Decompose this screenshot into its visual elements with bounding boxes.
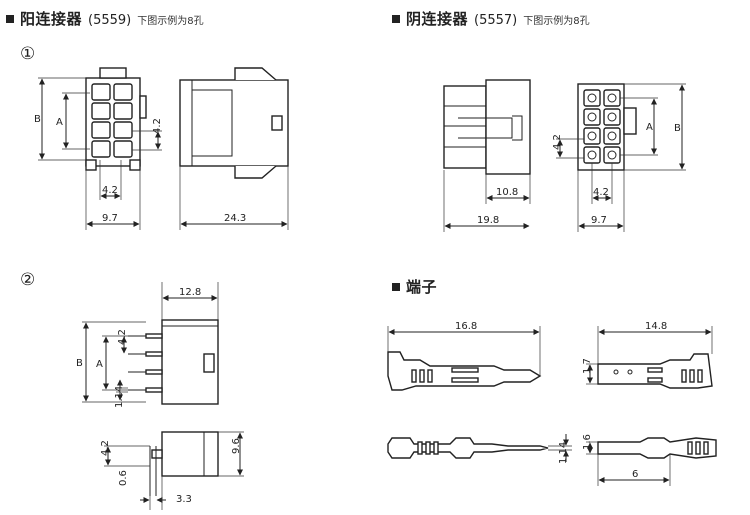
dim-header-A: A [96, 359, 103, 370]
terminal-title: 端子 [406, 278, 438, 296]
female-terminal-side: 14.8 1.7 [582, 321, 713, 389]
marker-two: ② [20, 270, 36, 290]
dim-term-1-7: 1.7 [582, 358, 593, 374]
dim-term-1-14: 1.14 [558, 442, 569, 464]
female-connector-header: 阴连接器 (5557) 下图示例为8孔 [392, 8, 590, 29]
header-end-view: 4.2 0.6 3.3 9.6 [100, 431, 244, 510]
female-terminal-top: 1.6 6 [582, 434, 717, 486]
male-terminal-side: 16.8 [387, 321, 542, 391]
dim-female-B: B [674, 123, 681, 134]
female-side-view: 10.8 19.8 [443, 79, 531, 232]
dim-male-A: A [56, 117, 63, 128]
dim-female-4-2-h: 4.2 [593, 187, 609, 198]
male-terminal-top: 1.14 [387, 434, 572, 464]
dim-header-B: B [76, 358, 83, 369]
female-connector-note: 下图示例为8孔 [523, 16, 590, 27]
dim-male-9-7: 9.7 [102, 213, 118, 224]
dim-male-24-3: 24.3 [224, 213, 246, 224]
male-connector-part: (5559) [88, 13, 132, 28]
male-connector-title: 阳连接器 [20, 10, 83, 28]
male-cavities [91, 83, 133, 158]
female-front-view: 4.2 A B 4.2 9.7 [552, 83, 686, 232]
dim-female-4-2-v: 4.2 [552, 134, 563, 150]
dim-female-9-7: 9.7 [591, 215, 607, 226]
dim-header-4-2b: 4.2 [100, 440, 111, 456]
bullet-square-icon [6, 15, 14, 23]
male-front-view: B A 4.2 4.2 9.7 [34, 67, 163, 230]
terminal-header: 端子 [392, 276, 437, 297]
dim-header-4-2: 4.2 [117, 329, 128, 345]
bullet-square-icon [392, 283, 400, 291]
dim-female-10-8: 10.8 [496, 187, 518, 198]
dim-term-16-8: 16.8 [455, 321, 477, 332]
dim-header-9-6: 9.6 [231, 438, 242, 454]
header-pins [128, 333, 163, 393]
dim-header-12-8: 12.8 [179, 287, 201, 298]
dim-header-1-14: 1.14 [114, 386, 125, 408]
bullet-square-icon [392, 15, 400, 23]
female-connector-title: 阴连接器 [406, 10, 469, 28]
dim-term-1-6: 1.6 [582, 434, 593, 450]
male-side-view: 24.3 [179, 67, 289, 230]
dim-male-4-2-h: 4.2 [102, 185, 118, 196]
dim-female-A: A [646, 122, 653, 133]
dim-header-3-3: 3.3 [176, 494, 192, 505]
dim-female-19-8: 19.8 [477, 215, 499, 226]
female-cavities [583, 89, 621, 164]
marker-one: ① [20, 44, 36, 64]
male-connector-note: 下图示例为8孔 [137, 16, 204, 27]
dim-header-0-6: 0.6 [118, 470, 129, 486]
dim-male-4-2-v: 4.2 [152, 118, 163, 134]
female-connector-part: (5557) [474, 13, 518, 28]
header-side-view: 12.8 B A 4.2 1.14 [76, 282, 219, 408]
dim-male-B: B [34, 114, 41, 125]
dim-term-14-8: 14.8 [645, 321, 667, 332]
dim-term-6: 6 [632, 469, 638, 480]
male-connector-header: 阳连接器 (5559) 下图示例为8孔 [6, 8, 204, 29]
